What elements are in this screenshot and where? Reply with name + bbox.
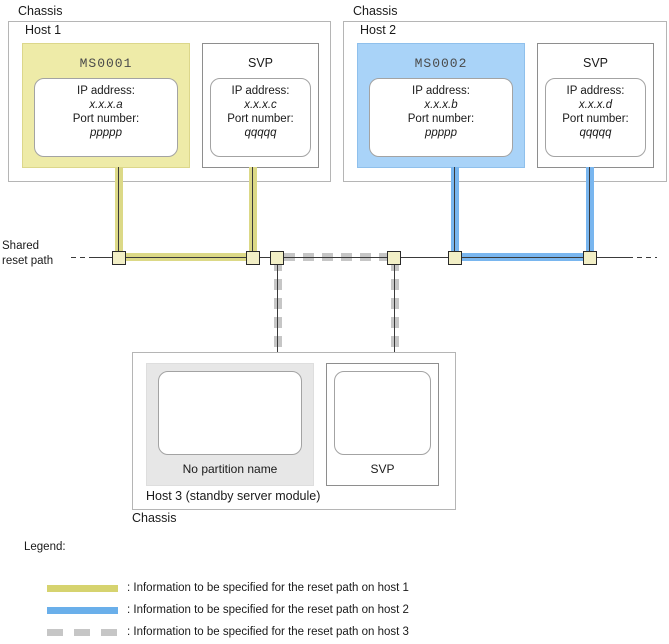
shared-reset-path-label: Shared reset path	[2, 239, 53, 269]
port-label: Port number:	[562, 113, 629, 125]
svp1-info-card: IP address: x.x.x.c Port number: qqqqq	[210, 78, 311, 157]
host1-label: Host 1	[25, 23, 62, 37]
port-label: Port number:	[227, 113, 294, 125]
host3-path-highlight-vertical-svp-dashed	[391, 260, 399, 366]
connector-node	[387, 251, 401, 265]
legend-title: Legend:	[24, 541, 66, 553]
ip-value: x.x.x.d	[578, 99, 613, 111]
connector-node	[583, 251, 597, 265]
legend-label-host3: : Information to be specified for the re…	[127, 626, 409, 638]
reset-path-line	[94, 257, 628, 258]
connector-node	[270, 251, 284, 265]
host3-svp-drop-line	[394, 257, 395, 370]
legend-row-host1: : Information to be specified for the re…	[47, 581, 409, 595]
chassis3-label: Chassis	[132, 511, 177, 525]
port-value: qqqqq	[579, 127, 612, 139]
ip-value: x.x.x.a	[89, 99, 123, 111]
svp1-box: SVP IP address: x.x.x.c Port number: qqq…	[202, 43, 319, 168]
host3-module-drop-line	[277, 257, 278, 370]
host1-path-highlight-vertical-ms	[115, 167, 123, 253]
connector-node	[112, 251, 126, 265]
no-partition-empty-card	[158, 371, 302, 455]
ip-value: x.x.x.c	[244, 99, 277, 111]
svp2-box: SVP IP address: x.x.x.d Port number: qqq…	[537, 43, 654, 168]
connector-node	[246, 251, 260, 265]
legend-label-host1: : Information to be specified for the re…	[127, 582, 409, 594]
ip-label: IP address:	[566, 85, 625, 97]
ms0002-module-box: MS0002 IP address: x.x.x.b Port number: …	[357, 43, 525, 168]
shared-reset-path-label-line1: Shared	[2, 240, 40, 252]
port-label: Port number:	[407, 113, 475, 125]
ms0002-title: MS0002	[414, 56, 468, 71]
chassis1-label: Chassis	[18, 4, 63, 18]
reset-path-line-dash-left	[71, 257, 94, 258]
no-partition-label: No partition name	[182, 462, 278, 476]
host3-label: Host 3 (standby server module)	[146, 489, 321, 503]
ms0002-info-card: IP address: x.x.x.b Port number: ppppp	[369, 78, 513, 157]
legend-row-host3: : Information to be specified for the re…	[47, 625, 409, 639]
port-value: qqqqq	[244, 127, 277, 139]
svp1-title: SVP	[247, 56, 273, 70]
legend-swatch-host3	[47, 628, 118, 636]
host2-svp-drop-line	[589, 167, 590, 257]
legend-swatch-host1	[47, 584, 118, 592]
svp3-empty-card	[334, 371, 431, 455]
svp2-info-card: IP address: x.x.x.d Port number: qqqqq	[545, 78, 646, 157]
host3-path-highlight-vertical-module-dashed	[274, 260, 282, 366]
host1-ms-drop-line	[118, 167, 119, 257]
host2-label: Host 2	[360, 23, 397, 37]
host1-path-highlight-vertical-svp	[249, 167, 257, 253]
svp2-title: SVP	[582, 56, 608, 70]
legend-swatch-host2	[47, 606, 118, 614]
host2-ms-drop-line	[454, 167, 455, 257]
connector-node	[448, 251, 462, 265]
host2-path-highlight-vertical-ms	[451, 167, 459, 253]
ms0001-module-box: MS0001 IP address: x.x.x.a Port number: …	[22, 43, 190, 168]
ip-label: IP address:	[231, 85, 290, 97]
chassis2-label: Chassis	[353, 4, 398, 18]
no-partition-box: No partition name	[146, 363, 314, 486]
ip-label: IP address:	[412, 85, 470, 97]
port-value: ppppp	[90, 127, 122, 139]
port-value: ppppp	[425, 127, 457, 139]
svp3-label: SVP	[370, 462, 395, 476]
host2-path-highlight-vertical-svp	[586, 167, 594, 253]
svp3-box: SVP	[326, 363, 439, 486]
shared-reset-path-label-line2: reset path	[2, 255, 54, 267]
ms0001-info-card: IP address: x.x.x.a Port number: ppppp	[34, 78, 178, 157]
reset-path-line-dash-right	[628, 257, 657, 258]
legend-row-host2: : Information to be specified for the re…	[47, 603, 409, 617]
ms0001-title: MS0001	[79, 56, 133, 71]
port-label: Port number:	[72, 113, 140, 125]
ip-label: IP address:	[77, 85, 135, 97]
host1-svp-drop-line	[252, 167, 253, 257]
ip-value: x.x.x.b	[424, 99, 458, 111]
legend-label-host2: : Information to be specified for the re…	[127, 604, 409, 616]
chassis3-box: No partition name SVP Host 3 (standby se…	[132, 352, 456, 510]
